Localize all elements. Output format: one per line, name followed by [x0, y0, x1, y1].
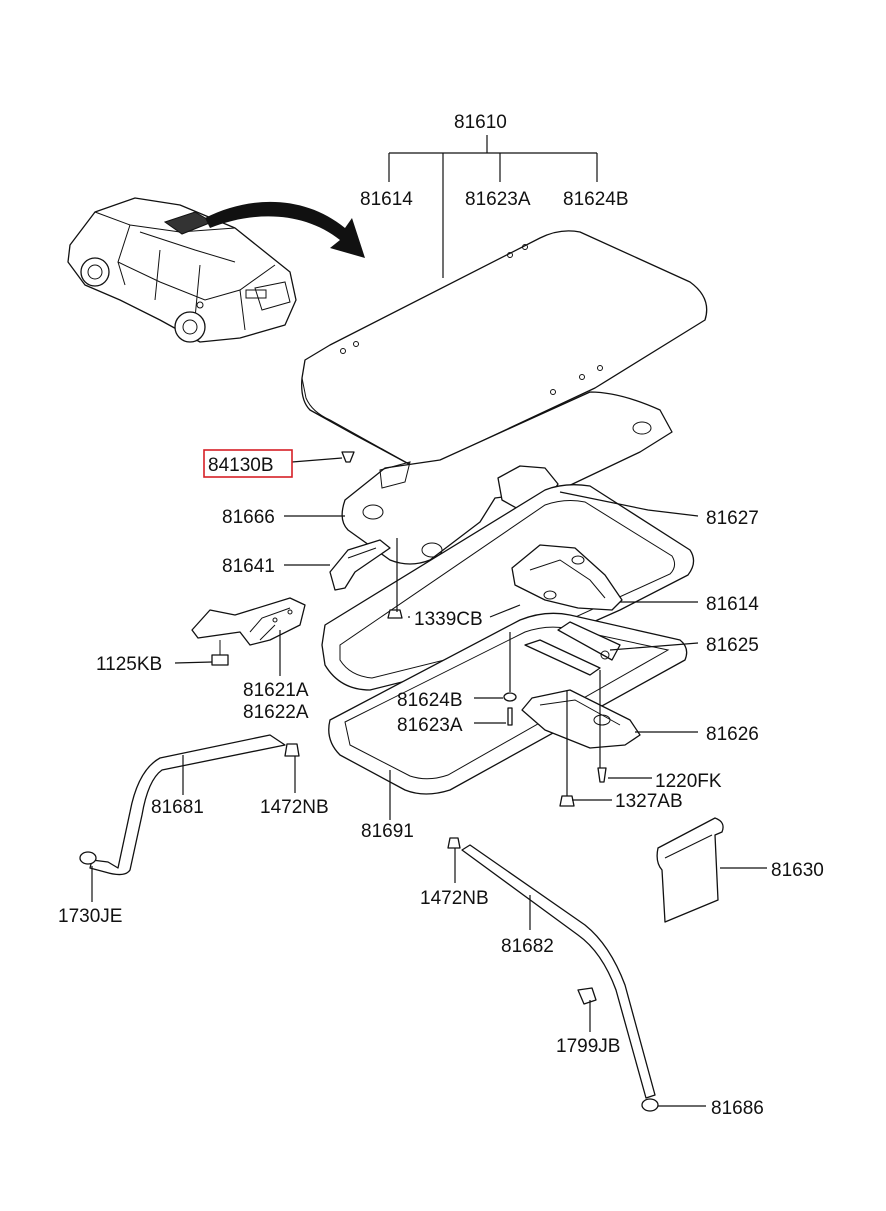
label-81681: 81681	[151, 797, 204, 818]
label-81625: 81625	[706, 635, 759, 656]
part-labels: 81610 81614 81623A 81624B 84130B 81666 8…	[58, 112, 824, 1119]
label-81630: 81630	[771, 860, 824, 881]
label-81686: 81686	[711, 1098, 764, 1119]
label-1220FK: 1220FK	[655, 771, 722, 792]
label-84130B[interactable]: 84130B	[208, 455, 274, 476]
label-81626: 81626	[706, 724, 759, 745]
leader-lines	[91, 135, 767, 1107]
drain-hose-front	[79, 734, 286, 876]
fasteners	[284, 451, 607, 1005]
guide-bracket	[191, 597, 306, 646]
label-81666: 81666	[222, 507, 275, 528]
screw-1125KB	[211, 640, 229, 666]
label-81624B: 81624B	[397, 690, 463, 711]
sunroof-frame	[321, 484, 695, 691]
shade-slide	[329, 539, 391, 591]
label-1472NB-a: 1472NB	[260, 797, 329, 818]
label-81614-top: 81614	[360, 189, 413, 210]
label-81682: 81682	[501, 936, 554, 957]
label-81621A: 81621A	[243, 680, 309, 701]
highlight-box	[203, 449, 293, 478]
label-1730JE: 1730JE	[58, 906, 122, 927]
label-1799JB: 1799JB	[556, 1036, 620, 1057]
direction-arrow	[205, 201, 365, 258]
label-81614: 81614	[706, 594, 759, 615]
label-81623A: 81623A	[397, 715, 463, 736]
label-81641: 81641	[222, 556, 275, 577]
deflector-plate	[521, 689, 641, 749]
label-81610: 81610	[454, 112, 507, 133]
label-81624B-top: 81624B	[563, 189, 629, 210]
label-1339CB: 1339CB	[414, 609, 483, 630]
link-arm	[524, 621, 621, 676]
weather-seal	[656, 817, 724, 923]
car-illustration	[67, 197, 297, 343]
label-1327AB: 1327AB	[615, 791, 683, 812]
label-81622A: 81622A	[243, 702, 309, 723]
label-1125KB: 1125KB	[96, 654, 162, 675]
label-81623A-top: 81623A	[465, 189, 531, 210]
label-1472NB-b: 1472NB	[420, 888, 489, 909]
label-81691: 81691	[361, 821, 414, 842]
sunroof-glass-panel	[301, 230, 708, 471]
drain-hose-rear	[461, 844, 659, 1112]
label-81627: 81627	[706, 508, 759, 529]
drive-motor	[511, 544, 623, 611]
